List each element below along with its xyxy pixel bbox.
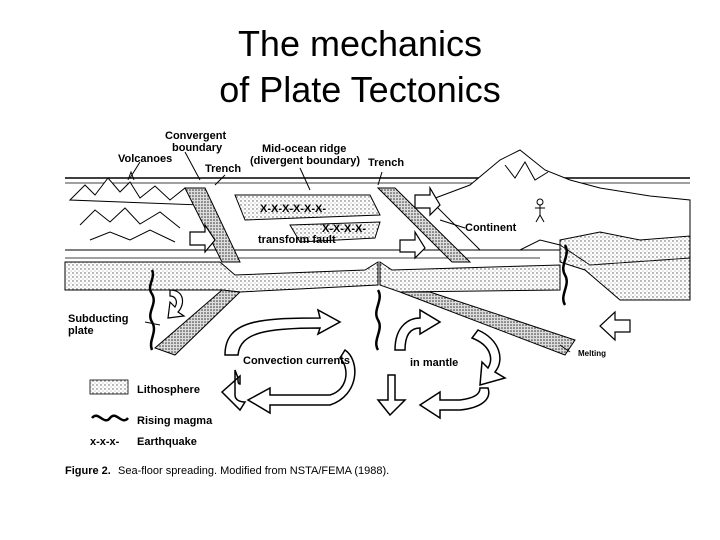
legend: Lithosphere Rising magma x-x-x- Earthqua… [89, 379, 213, 448]
label-quake-fault: X-X-X-X- [322, 223, 366, 235]
label-convergent: Convergent [165, 130, 226, 142]
label-melting: Melting [578, 349, 606, 358]
label-continent: Continent [465, 222, 517, 234]
label-convection-currents: Convection currents [243, 355, 350, 367]
title-line-2: of Plate Tectonics [219, 69, 501, 110]
legend-earthquake-label: Earthquake [137, 436, 197, 448]
lithosphere-slabs [64, 187, 576, 356]
title-line-1: The mechanics [237, 23, 483, 64]
label-trench-left: Trench [205, 163, 241, 175]
legend-lithosphere-swatch [89, 379, 129, 395]
legend-rising-magma-label: Rising magma [137, 415, 213, 427]
label-mid-ocean-ridge: Mid-ocean ridge [262, 143, 346, 155]
label-subducting: Subducting [68, 313, 129, 325]
convection-arrows [220, 308, 507, 420]
plate-motion-arrows [167, 185, 631, 342]
legend-earthquake-symbol: x-x-x- [90, 436, 120, 448]
continent-mountain [429, 149, 691, 301]
volcanoes-drawing [68, 170, 202, 243]
label-plate: plate [68, 325, 94, 337]
legend-magma-symbol [91, 414, 129, 422]
person-figure [535, 198, 545, 223]
label-transform-fault: transform fault [258, 234, 336, 246]
caption-figure-label: Figure 2. [65, 465, 111, 477]
rising-magma-lines [148, 244, 568, 351]
label-trench-right: Trench [368, 157, 404, 169]
label-boundary: boundary [172, 142, 223, 154]
label-divergent-boundary: (divergent boundary) [250, 155, 360, 167]
label-volcanoes: Volcanoes [118, 153, 172, 165]
label-quake-ridge: X-X-X-X-X-X- [260, 203, 326, 215]
legend-lithosphere-label: Lithosphere [137, 384, 200, 396]
caption-text: Sea-floor spreading. Modified from NSTA/… [118, 465, 389, 477]
leader-lines [129, 151, 571, 353]
label-in-mantle: in mantle [410, 357, 458, 369]
